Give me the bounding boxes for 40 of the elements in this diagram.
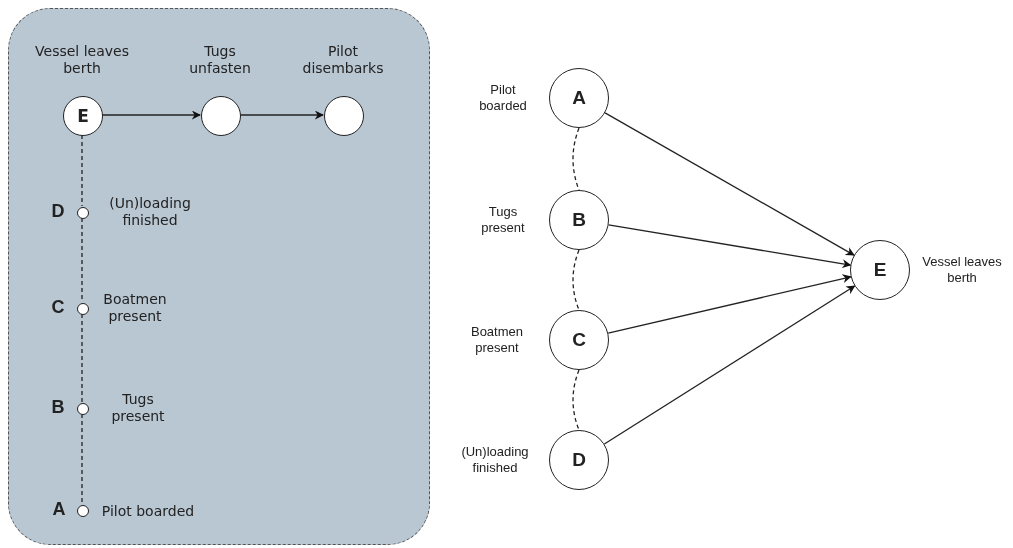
event-caption: (Un)loading finished: [108, 195, 192, 229]
milestone-dot: [77, 207, 89, 219]
event-caption: Pilot boarded: [100, 502, 196, 520]
arrow: [603, 285, 856, 445]
event-caption: Tugs present: [480, 204, 526, 236]
dashed-connector: [572, 369, 580, 431]
milestone-dot: [77, 403, 89, 415]
milestone-dot: [77, 505, 89, 517]
arrow: [101, 110, 201, 120]
event-caption: Vessel leaves berth: [921, 254, 1003, 286]
event-circle: B: [549, 190, 609, 250]
milestone-letter: D: [50, 201, 66, 223]
event-caption: Pilot boarded: [478, 82, 528, 114]
dashed-connector: [81, 313, 83, 403]
event-circle: C: [549, 310, 609, 370]
milestone-letter: A: [51, 499, 67, 521]
arrow: [239, 110, 324, 120]
milestone-letter: B: [50, 397, 66, 419]
event-circle: [201, 96, 241, 136]
event-caption: Vessel leaves berth: [34, 43, 130, 77]
event-circle: A: [549, 68, 609, 128]
event-circle: E: [63, 96, 103, 136]
milestone-letter: C: [50, 297, 66, 319]
arrow: [607, 224, 852, 269]
dashed-connector: [81, 413, 83, 505]
event-caption: Tugs present: [110, 391, 166, 425]
event-caption: Pilot disembarks: [301, 43, 385, 77]
event-caption: Boatmen present: [102, 291, 168, 325]
group-panel: [8, 8, 430, 545]
event-circle: D: [549, 430, 609, 490]
dashed-connector: [81, 134, 83, 207]
arrow: [604, 112, 855, 256]
dashed-connector: [572, 249, 580, 311]
event-caption: Boatmen present: [469, 324, 524, 356]
event-circle: [324, 96, 364, 136]
event-caption: Tugs unfasten: [188, 43, 252, 77]
event-circle: E: [850, 240, 910, 300]
event-caption: (Un)loading finished: [460, 444, 530, 476]
milestone-dot: [77, 303, 89, 315]
arrow: [607, 274, 852, 334]
